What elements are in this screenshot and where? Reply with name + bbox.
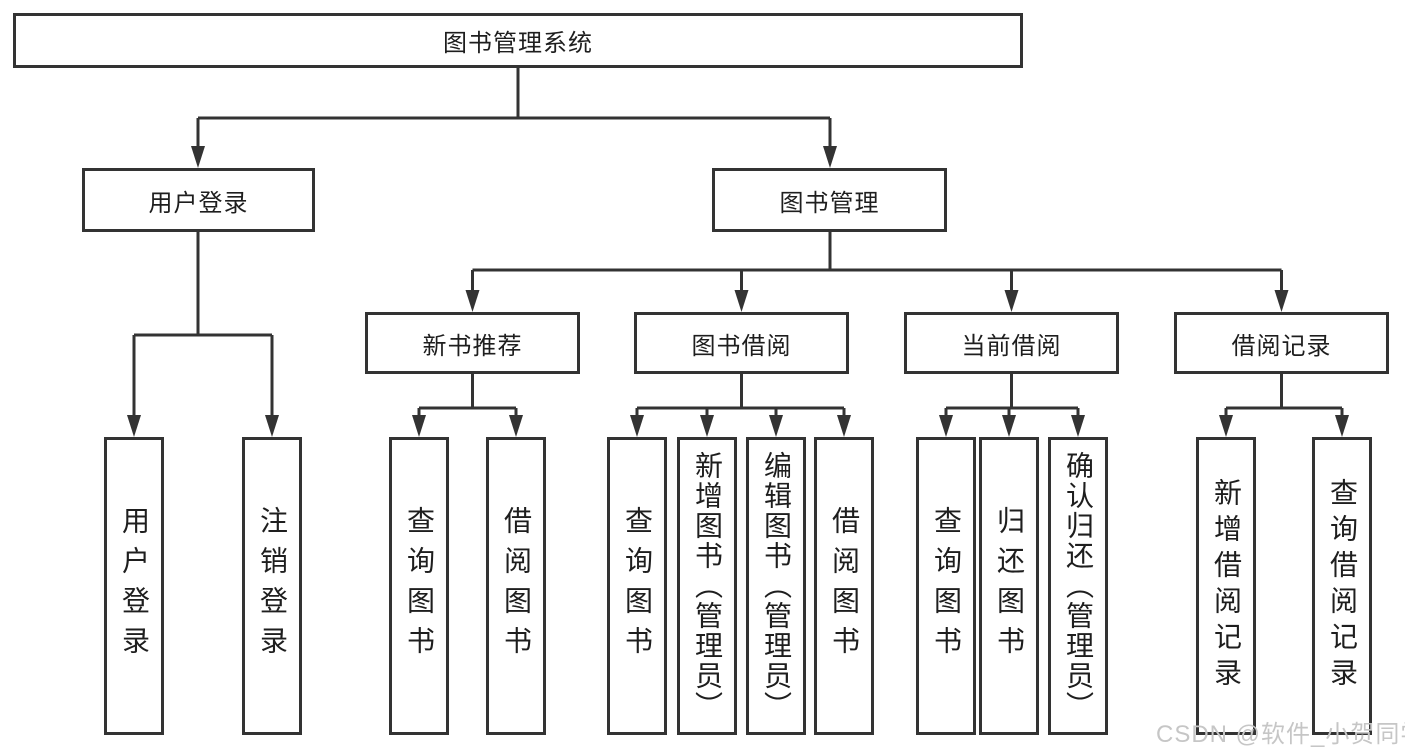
- leaf-query-books-current: 查询图书: [916, 437, 976, 735]
- arrowhead-leaf-edit-books: [769, 415, 783, 437]
- node-new-book-recommend: 新书推荐: [365, 312, 580, 374]
- arrowhead-leaf-add-record: [1219, 415, 1233, 437]
- leaf-logout-login: 注销登录: [242, 437, 302, 735]
- leaf-borrow-books-recommend: 借阅图书: [486, 437, 546, 735]
- leaf-edit-books-admin: 编辑图书（管理员）: [746, 437, 806, 735]
- node-root-system: 图书管理系统: [13, 13, 1023, 68]
- connector-recommend-to-leaves: [417, 374, 518, 419]
- arrowhead-leaf-user-login: [127, 415, 141, 437]
- leaf-return-books: 归还图书: [979, 437, 1039, 735]
- arrowhead-leaf-confirm-return: [1071, 415, 1085, 437]
- arrowhead-borrowing-records: [1274, 290, 1289, 312]
- node-book-management: 图书管理: [712, 168, 947, 232]
- arrowhead-leaf-query-record: [1335, 415, 1349, 437]
- leaf-query-borrow-record: 查询借阅记录: [1312, 437, 1372, 735]
- leaf-add-books-admin: 新增图书（管理员）: [677, 437, 737, 735]
- leaf-user-login: 用户登录: [104, 437, 164, 735]
- node-borrowing-records: 借阅记录: [1174, 312, 1389, 374]
- arrowhead-leaf-logout: [265, 415, 279, 437]
- leaf-query-books-recommend: 查询图书: [389, 437, 449, 735]
- connector-current-to-leaves: [944, 374, 1080, 419]
- arrowhead-leaf-add-books: [700, 415, 714, 437]
- arrowhead-book-borrowing: [734, 290, 749, 312]
- arrowhead-leaf-borrow-books-1: [509, 415, 523, 437]
- arrowhead-leaf-query-books-3: [939, 415, 953, 437]
- leaf-borrow-books-borrowing: 借阅图书: [814, 437, 874, 735]
- arrowhead-book-management: [823, 146, 837, 168]
- node-current-borrowing: 当前借阅: [904, 312, 1119, 374]
- node-book-borrowing: 图书借阅: [634, 312, 849, 374]
- node-user-login: 用户登录: [82, 168, 315, 232]
- leaf-query-books-borrowing: 查询图书: [607, 437, 667, 735]
- arrowhead-new-book-recommend: [465, 290, 480, 312]
- arrowhead-leaf-query-books-2: [630, 415, 644, 437]
- arrowhead-current-borrowing: [1004, 290, 1019, 312]
- arrowhead-leaf-borrow-books-2: [837, 415, 851, 437]
- csdn-watermark: CSDN @软件_小贺同学: [1156, 721, 1405, 747]
- connector-borrowing-to-leaves: [635, 374, 846, 419]
- arrowhead-leaf-query-books-1: [412, 415, 426, 437]
- arrowhead-leaf-return-books: [1002, 415, 1016, 437]
- leaf-confirm-return-admin: 确认归还（管理员）: [1048, 437, 1108, 735]
- leaf-add-borrow-record: 新增借阅记录: [1196, 437, 1256, 735]
- connector-root-to-level2: [196, 68, 832, 150]
- connector-book-management-to-level3: [471, 232, 1283, 294]
- arrowhead-user-login: [191, 146, 205, 168]
- connector-user-login-to-leaves: [132, 232, 274, 419]
- connector-records-to-leaves: [1224, 374, 1344, 419]
